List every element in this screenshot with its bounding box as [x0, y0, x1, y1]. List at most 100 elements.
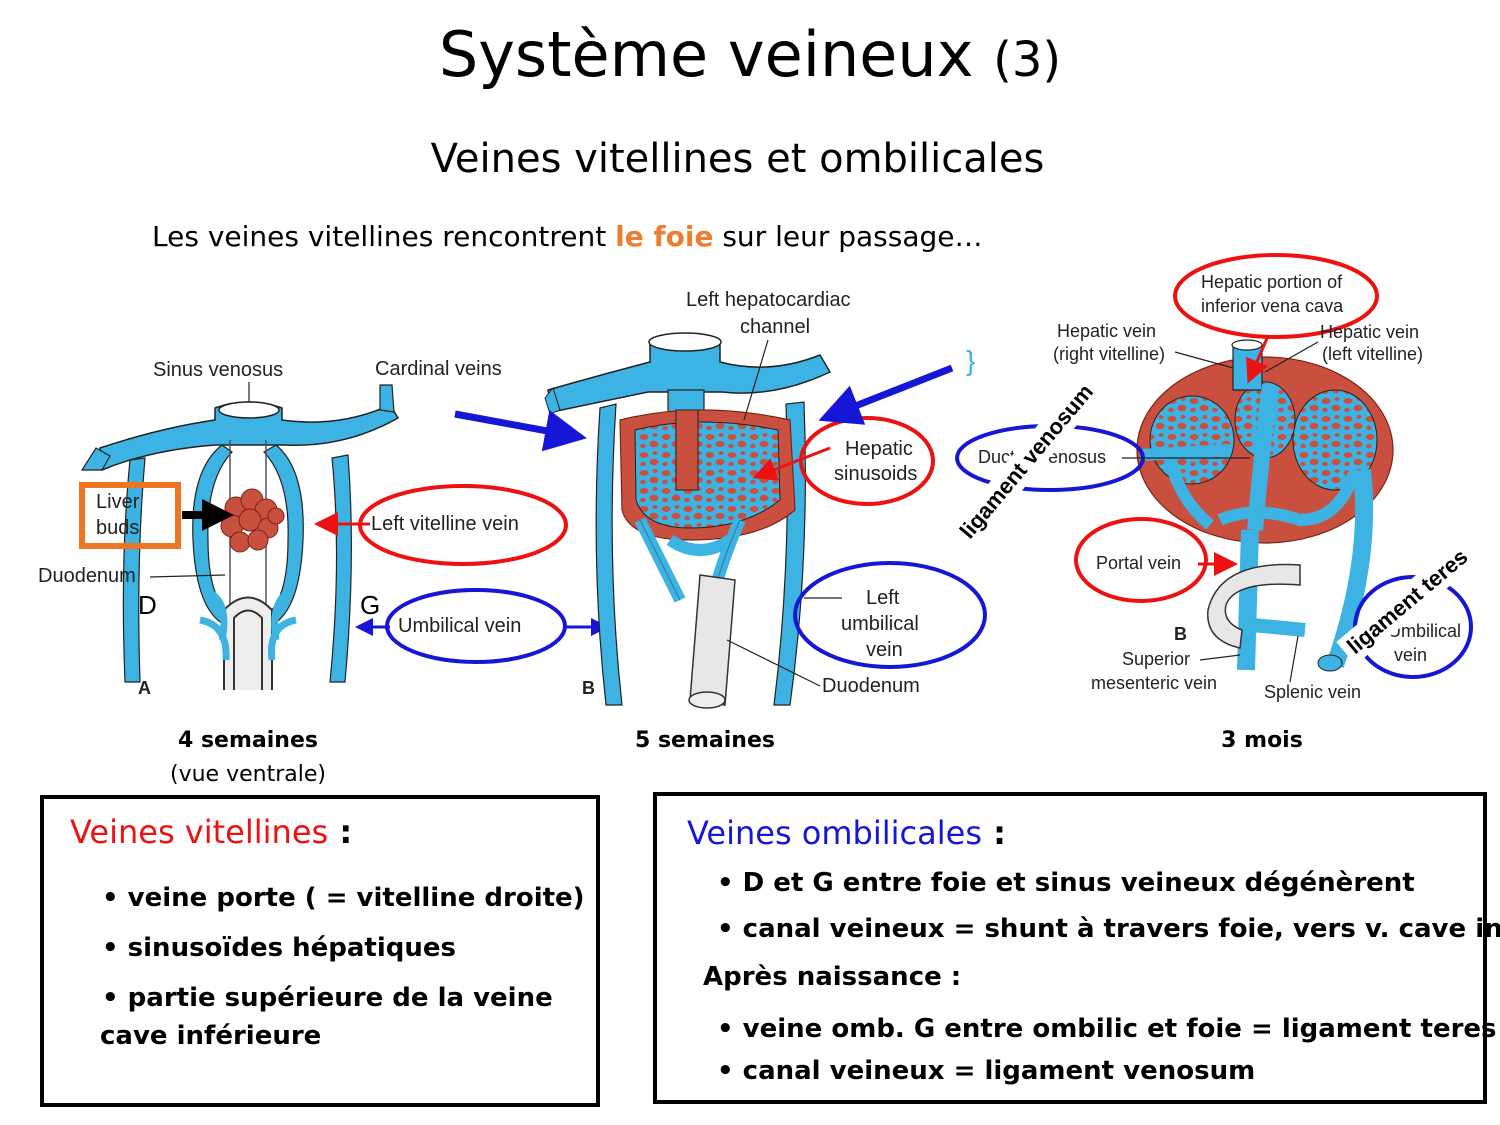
label-sinus-venosus: Sinus venosus	[153, 359, 283, 381]
umbilical-end-c	[1317, 654, 1343, 672]
title-number: (3)	[993, 32, 1062, 88]
label-umbilical-vein-a: Umbilical vein	[398, 615, 521, 637]
label-hepatic-vein-right-2: (right vitelline)	[1053, 344, 1165, 364]
box-vitellines-title: Veines vitellines :	[70, 813, 352, 851]
cardinal-vein-left-a	[80, 447, 111, 471]
central-channel-b	[675, 409, 699, 491]
duodenum-end-b	[688, 691, 726, 709]
left-umbilical-oval	[793, 561, 987, 669]
caption-5-semaines: 5 semaines	[635, 728, 775, 753]
umbilical-vein-left-a	[329, 454, 352, 683]
portal-branches-c	[1139, 444, 1361, 530]
label-left-vitelline-vein: Left vitelline vein	[371, 513, 519, 535]
duodenum-c	[1207, 563, 1301, 649]
label-portal-vein: Portal vein	[1096, 553, 1181, 573]
slide-title: Système veineux (3)	[0, 18, 1500, 91]
label-side-d: D	[138, 590, 157, 620]
intro-before: Les veines vitellines rencontrent	[152, 220, 616, 253]
vitellines-item-3: • partie supérieure de la veine	[102, 983, 553, 1013]
intro-highlight: le foie	[615, 220, 714, 253]
duodenum-loop-a	[223, 596, 273, 690]
vitellines-item-4: cave inférieure	[100, 1021, 322, 1051]
hepatic-portion-oval	[1173, 253, 1379, 339]
box-veines-ombilicales: Veines ombilicales : • D et G entre foie…	[653, 792, 1500, 1104]
figure-b-letter: B	[582, 678, 595, 698]
vitellines-title-colon: :	[328, 813, 353, 851]
label-hepatic-vein-left-1: Hepatic vein	[1320, 322, 1419, 342]
label-hepatocardiac-1: Left hepatocardiac	[686, 289, 851, 311]
umbilical-vein-right-b	[595, 403, 623, 706]
vitellines-item-1: • veine porte ( = vitelline droite)	[102, 883, 585, 913]
label-hepatic-portion-1: Hepatic portion of	[1201, 272, 1343, 292]
label-umbilical-vein-c-2: vein	[1394, 645, 1427, 665]
ombilicales-item-4: • canal veineux = ligament venosum	[717, 1056, 1256, 1086]
label-liver-buds-2: buds	[96, 517, 139, 539]
portal-vein-c	[1237, 529, 1259, 671]
cardinal-vein-right-a	[379, 384, 395, 413]
label-umbilical-vein-c-1: Umbilical	[1388, 621, 1461, 641]
vitellines-title-text: Veines vitellines	[70, 813, 329, 851]
label-superior-mesenteric-1: Superior	[1122, 649, 1190, 669]
leader-hepatic-vein-right	[1174, 351, 1234, 369]
leader-splenic-vein	[1289, 635, 1299, 683]
slide-subtitle: Veines vitellines et ombilicales	[430, 136, 1045, 182]
figure-a: Sinus venosus Cardinal veins Duodenum D …	[38, 358, 609, 698]
intro-sentence: Les veines vitellines rencontrent le foi…	[152, 220, 983, 253]
ombilicales-item-2: • canal veineux = shunt à travers foie, …	[717, 914, 1500, 944]
blue-arrow-to-b-left	[818, 364, 954, 425]
label-duodenum-a: Duodenum	[38, 565, 136, 587]
cardinal-stub-left-b	[544, 386, 561, 415]
label-hepatic-sinusoids-2: sinusoids	[834, 463, 917, 485]
leader-hepatocardiac	[743, 339, 769, 421]
label-hepatic-vein-right-1: Hepatic vein	[1057, 321, 1156, 341]
label-left-umbilical-1: Left	[866, 587, 900, 609]
ombilicales-after-birth: Après naissance :	[703, 962, 962, 992]
label-left-umbilical-3: vein	[866, 639, 903, 661]
fragment-mark: }	[966, 345, 975, 376]
title-main: Système veineux	[438, 18, 974, 91]
label-splenic-vein: Splenic vein	[1264, 682, 1361, 702]
figure-c-letter: B	[1174, 624, 1187, 644]
caption-4-semaines: 4 semaines	[178, 728, 318, 753]
label-hepatic-sinusoids-1: Hepatic	[845, 438, 913, 460]
leader-duodenum-a	[149, 574, 226, 578]
box-ombilicales-title: Veines ombilicales :	[687, 814, 1006, 852]
label-hepatic-portion-2: inferior vena cava	[1201, 296, 1344, 316]
label-left-umbilical-2: umbilical	[841, 613, 919, 635]
figure-c: Hepatic portion of inferior vena cava He…	[949, 253, 1494, 702]
umbilical-vein-right-a	[122, 457, 146, 683]
label-duodenum-b: Duodenum	[822, 675, 920, 697]
duodenum-b	[689, 574, 736, 706]
intro-after: sur leur passage…	[713, 220, 983, 253]
sinusoids-c-right	[1292, 389, 1378, 491]
sinus-opening-b	[648, 332, 722, 352]
hepatic-portion-red-arrow	[1246, 335, 1270, 384]
label-liver-buds-1: Liver	[96, 491, 140, 513]
ombilicales-title-text: Veines ombilicales	[687, 814, 982, 852]
box-veines-vitellines: Veines vitellines : • veine porte ( = vi…	[40, 795, 600, 1107]
hepatic-sinusoids-oval	[799, 416, 935, 506]
hepatic-sinusoids-red-arrow	[752, 446, 831, 481]
label-superior-mesenteric-2: mesenteric vein	[1091, 673, 1217, 693]
ombilicales-title-colon: :	[981, 814, 1006, 852]
liver-buds-shape	[220, 488, 285, 553]
ivc-opening-c	[1231, 339, 1263, 351]
figure-a-letter: A	[138, 678, 151, 698]
liver-buds-box	[79, 482, 181, 549]
sinusoids-c-left	[1149, 395, 1235, 485]
ivc-c	[1232, 344, 1263, 391]
vitellines-item-2: • sinusoïdes hépatiques	[102, 933, 456, 963]
leader-hepatic-vein-left	[1264, 341, 1319, 373]
blue-arrow-to-b-right	[454, 410, 587, 452]
leader-superior-mesenteric	[1199, 654, 1241, 661]
label-cardinal-veins-a: Cardinal veins	[375, 358, 502, 380]
caption-3-mois: 3 mois	[1221, 728, 1303, 753]
label-hepatocardiac-2: channel	[740, 316, 810, 338]
figure-b: Left hepatocardiac channel Duodenum B He…	[454, 289, 987, 709]
splenic-vein-c	[1251, 618, 1306, 637]
leader-duodenum-b	[726, 639, 821, 687]
portal-vein-oval	[1074, 517, 1208, 603]
label-hepatic-vein-left-2: (left vitelline)	[1322, 344, 1423, 364]
vitelline-network-a	[199, 586, 297, 661]
